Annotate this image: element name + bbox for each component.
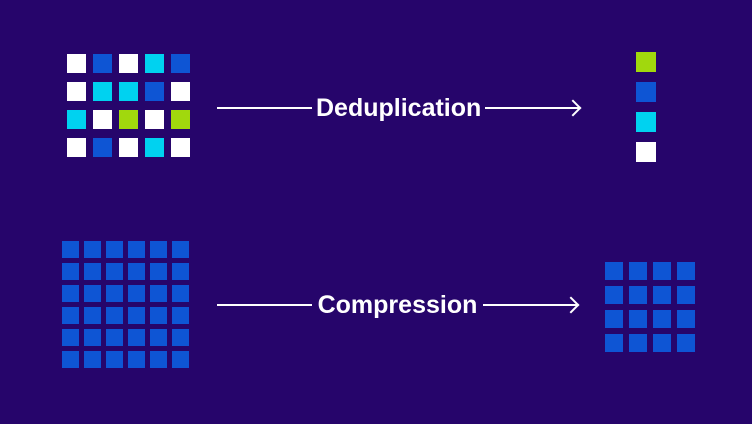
- compression-connector: Compression: [217, 289, 578, 321]
- blue-data-block: [106, 329, 123, 346]
- deduplication-label: Deduplication: [316, 93, 482, 122]
- cyan-data-block: [636, 112, 656, 132]
- green-data-block: [636, 52, 656, 72]
- blue-data-block: [150, 263, 167, 280]
- blue-data-block: [150, 351, 167, 368]
- blue-data-block: [629, 262, 647, 280]
- blue-data-block: [653, 286, 671, 304]
- blue-data-block: [172, 285, 189, 302]
- cyan-data-block: [119, 82, 138, 101]
- blue-data-block: [62, 329, 79, 346]
- blue-data-block: [629, 334, 647, 352]
- blue-data-block: [106, 241, 123, 258]
- blue-data-block: [93, 138, 112, 157]
- blue-data-block: [172, 329, 189, 346]
- blue-data-block: [128, 263, 145, 280]
- white-data-block: [119, 138, 138, 157]
- compression-label: Compression: [317, 290, 478, 319]
- leading-line: [217, 304, 312, 306]
- blue-data-block: [106, 351, 123, 368]
- right-arrow-icon: [485, 107, 581, 109]
- right-arrow-icon: [483, 304, 578, 306]
- white-data-block: [67, 82, 86, 101]
- white-data-block: [119, 54, 138, 73]
- blue-data-block: [84, 263, 101, 280]
- green-data-block: [171, 110, 190, 129]
- blue-data-block: [172, 307, 189, 324]
- white-data-block: [145, 110, 164, 129]
- deduplication-result-column: [636, 52, 656, 162]
- white-data-block: [636, 142, 656, 162]
- blue-data-block: [106, 285, 123, 302]
- blue-data-block: [172, 351, 189, 368]
- compression-source-grid: [62, 241, 189, 368]
- blue-data-block: [171, 54, 190, 73]
- blue-data-block: [62, 241, 79, 258]
- blue-data-block: [128, 329, 145, 346]
- blue-data-block: [150, 329, 167, 346]
- blue-data-block: [84, 307, 101, 324]
- cyan-data-block: [145, 138, 164, 157]
- blue-data-block: [172, 241, 189, 258]
- green-data-block: [119, 110, 138, 129]
- white-data-block: [171, 82, 190, 101]
- blue-data-block: [653, 334, 671, 352]
- blue-data-block: [172, 263, 189, 280]
- cyan-data-block: [93, 82, 112, 101]
- deduplication-connector: Deduplication: [217, 92, 581, 124]
- blue-data-block: [605, 310, 623, 328]
- blue-data-block: [605, 334, 623, 352]
- blue-data-block: [128, 351, 145, 368]
- blue-data-block: [150, 285, 167, 302]
- white-data-block: [171, 138, 190, 157]
- blue-data-block: [677, 334, 695, 352]
- blue-data-block: [93, 54, 112, 73]
- blue-data-block: [150, 241, 167, 258]
- blue-data-block: [106, 263, 123, 280]
- blue-data-block: [677, 310, 695, 328]
- white-data-block: [67, 54, 86, 73]
- cyan-data-block: [145, 54, 164, 73]
- white-data-block: [93, 110, 112, 129]
- blue-data-block: [677, 262, 695, 280]
- blue-data-block: [653, 262, 671, 280]
- blue-data-block: [150, 307, 167, 324]
- blue-data-block: [84, 329, 101, 346]
- blue-data-block: [62, 351, 79, 368]
- blue-data-block: [629, 286, 647, 304]
- blue-data-block: [605, 286, 623, 304]
- compression-result-grid: [605, 262, 695, 352]
- blue-data-block: [84, 241, 101, 258]
- blue-data-block: [62, 285, 79, 302]
- blue-data-block: [84, 285, 101, 302]
- blue-data-block: [106, 307, 123, 324]
- blue-data-block: [145, 82, 164, 101]
- blue-data-block: [653, 310, 671, 328]
- blue-data-block: [128, 285, 145, 302]
- blue-data-block: [636, 82, 656, 102]
- deduplication-source-grid: [67, 54, 190, 157]
- blue-data-block: [629, 310, 647, 328]
- cyan-data-block: [67, 110, 86, 129]
- blue-data-block: [605, 262, 623, 280]
- blue-data-block: [62, 263, 79, 280]
- blue-data-block: [84, 351, 101, 368]
- blue-data-block: [128, 307, 145, 324]
- blue-data-block: [128, 241, 145, 258]
- white-data-block: [67, 138, 86, 157]
- leading-line: [217, 107, 312, 109]
- blue-data-block: [677, 286, 695, 304]
- blue-data-block: [62, 307, 79, 324]
